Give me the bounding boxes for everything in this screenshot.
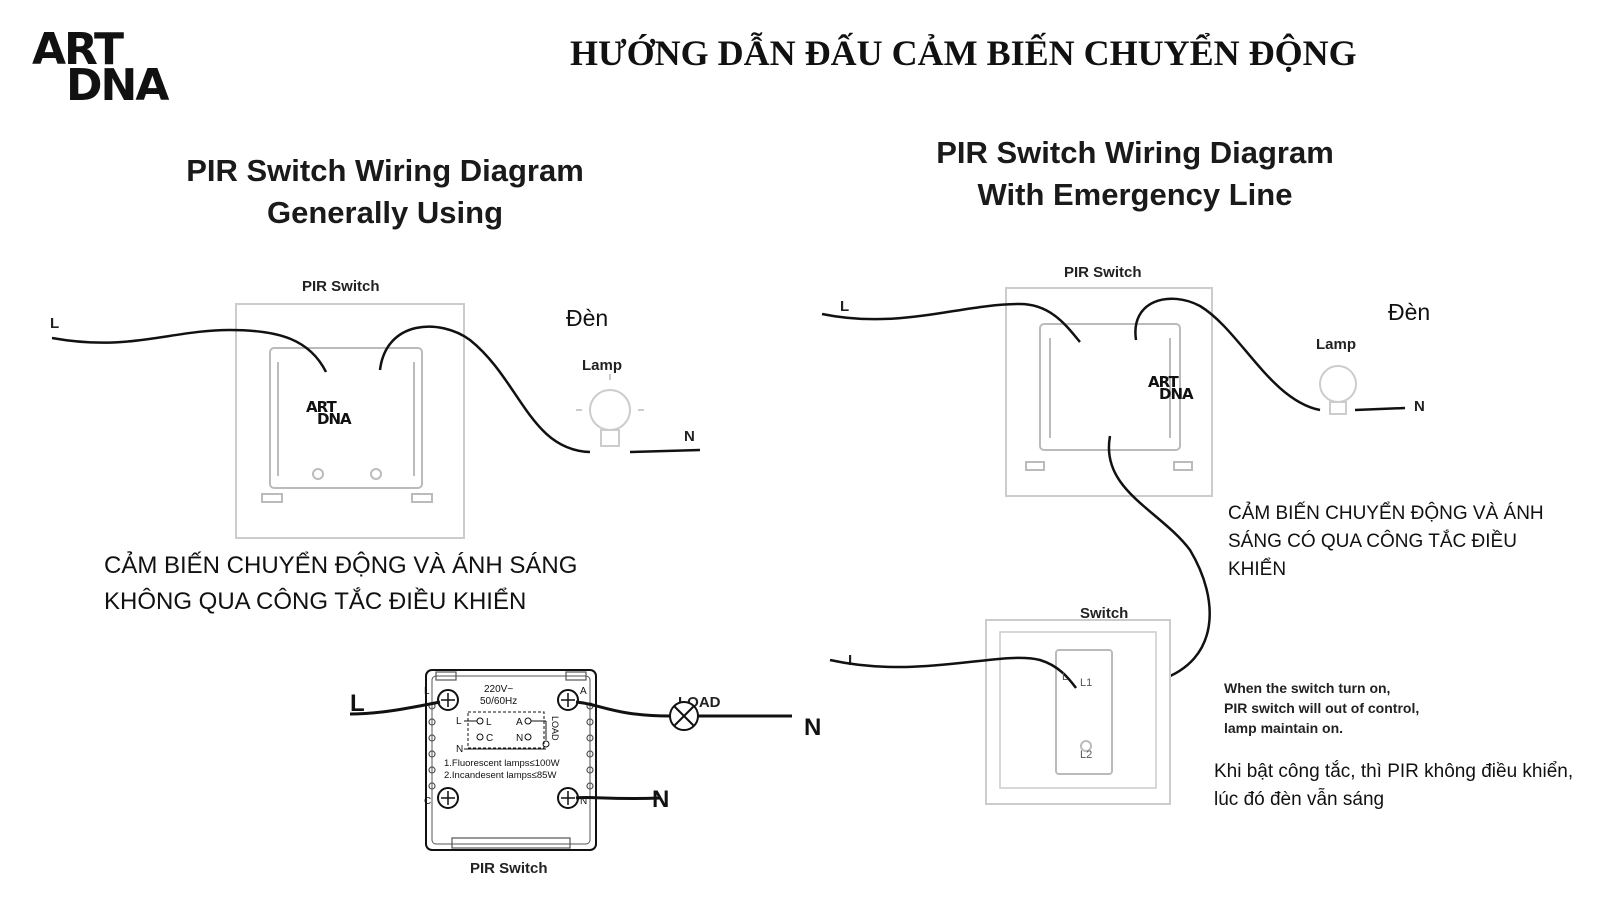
- right-title-line1: PIR Switch Wiring Diagram: [936, 135, 1334, 170]
- page-title: HƯỚNG DẪN ĐẤU CẢM BIẾN CHUYỂN ĐỘNG: [570, 33, 1357, 73]
- spec-line1: 1.Fluorescent lamps≤100W: [444, 758, 560, 769]
- load-lamp-symbol: [669, 701, 699, 731]
- left-pir-switch-label: PIR Switch: [302, 278, 380, 295]
- inner-l-text: L: [456, 716, 462, 727]
- left-lamp-icon: [576, 374, 644, 447]
- right-switch-l-label: L: [848, 652, 858, 669]
- bottom-load-wire: [575, 700, 671, 718]
- terminal-a-text: A: [580, 686, 587, 697]
- left-caption: CẢM BIẾN CHUYỂN ĐỘNG VÀ ÁNH SÁNG KHÔNG Q…: [104, 548, 577, 620]
- right-title-line2: With Emergency Line: [977, 177, 1293, 212]
- left-title-line1: PIR Switch Wiring Diagram: [186, 153, 584, 188]
- left-pir-module: [269, 347, 423, 489]
- bottom-schematic: L A C N 220V~ 50/60Hz L N L A C N LOAD 1…: [349, 669, 792, 851]
- right-note-en-line3: lamp maintain on.: [1224, 720, 1344, 736]
- right-diagram-title: PIR Switch Wiring Diagram With Emergency…: [880, 132, 1390, 216]
- left-lamp-wire: [378, 325, 591, 454]
- left-module-logo-line1: ART: [306, 398, 337, 416]
- spec-line2: 2.Incandesent lamps≤85W: [444, 770, 556, 781]
- left-line-wire: [51, 328, 328, 373]
- bottom-pir-switch-label: PIR Switch: [470, 860, 548, 877]
- load-vertical-text: LOAD: [550, 716, 560, 741]
- left-module-logo-line2: DNA: [317, 410, 352, 428]
- right-module-logo-line2: DNA: [1159, 385, 1194, 403]
- left-caption-line2: KHÔNG QUA CÔNG TẮC ĐIỀU KHIỂN: [104, 588, 527, 615]
- right-lamp-label: Lamp: [1316, 336, 1357, 353]
- left-den-label: Đèn: [566, 305, 609, 331]
- right-neutral-wire: [1354, 406, 1406, 412]
- right-caption: CẢM BIẾN CHUYỂN ĐỘNG VÀ ÁNH SÁNG CÓ QUA …: [1228, 503, 1544, 580]
- right-lamp-wire: [1134, 297, 1321, 412]
- right-module-logo: ART DNA: [1148, 375, 1198, 405]
- terminal-n-text: N: [580, 796, 587, 807]
- left-diagram-title: PIR Switch Wiring Diagram Generally Usin…: [120, 150, 650, 234]
- internal-circuit-box: [467, 711, 545, 749]
- terminal-l-text: L: [424, 686, 430, 697]
- right-note-vietnamese: Khi bật công tắc, thì PIR không điều khi…: [1214, 761, 1574, 810]
- bottom-line-wire: [349, 700, 441, 716]
- bottom-neutral-wire: [575, 795, 661, 801]
- left-neutral-wire: [629, 448, 701, 454]
- right-n-label: N: [1414, 398, 1425, 415]
- circuit-n-text: N: [516, 733, 523, 744]
- inner-n-text: N: [456, 744, 463, 755]
- right-den-label: Đèn: [1388, 299, 1431, 325]
- bottom-n-label-right: N: [804, 714, 822, 741]
- right-note-english: When the switch turn on, PIR switch will…: [1224, 678, 1484, 738]
- right-pir-switch-label: PIR Switch: [1064, 264, 1142, 281]
- right-note-en-line2: PIR switch will out of control,: [1224, 700, 1420, 716]
- right-terminal-l1: L1: [1080, 677, 1092, 689]
- brand-logo: ART DNA: [32, 28, 182, 110]
- left-caption-line1: CẢM BIẾN CHUYỂN ĐỘNG VÀ ÁNH SÁNG: [104, 552, 578, 579]
- right-switch-label: Switch: [1080, 605, 1129, 622]
- circuit-a-text: A: [516, 717, 523, 728]
- logo-line1: ART: [32, 24, 124, 75]
- left-lamp-label: Lamp: [582, 357, 623, 374]
- left-title-line2: Generally Using: [266, 195, 504, 230]
- right-lamp-icon: [1319, 365, 1357, 415]
- right-switch-line-wire: [829, 656, 1078, 689]
- right-module-logo-line1: ART: [1148, 373, 1179, 391]
- right-terminal-l2: L2: [1080, 749, 1092, 761]
- bottom-n-label-bottom: N: [652, 786, 670, 813]
- bottom-l-label: L: [350, 690, 365, 717]
- right-line-wire: [821, 302, 1081, 343]
- frequency-text: 50/60Hz: [480, 696, 517, 707]
- right-wiring-diagram: L L1 L2: [821, 287, 1406, 805]
- left-wiring-diagram: [51, 303, 701, 539]
- left-n-label: N: [684, 428, 695, 445]
- logo-line2: DNA: [66, 60, 169, 111]
- right-l-label: L: [840, 298, 850, 315]
- voltage-text: 220V~: [484, 684, 513, 695]
- circuit-c-text: C: [486, 733, 493, 744]
- right-note-en-line1: When the switch turn on,: [1224, 680, 1391, 696]
- right-terminal-l: L: [1062, 671, 1068, 683]
- left-l-label: L: [50, 315, 60, 332]
- left-module-logo: ART DNA: [306, 400, 356, 430]
- circuit-l-text: L: [486, 717, 492, 728]
- terminal-c-text: C: [424, 796, 431, 807]
